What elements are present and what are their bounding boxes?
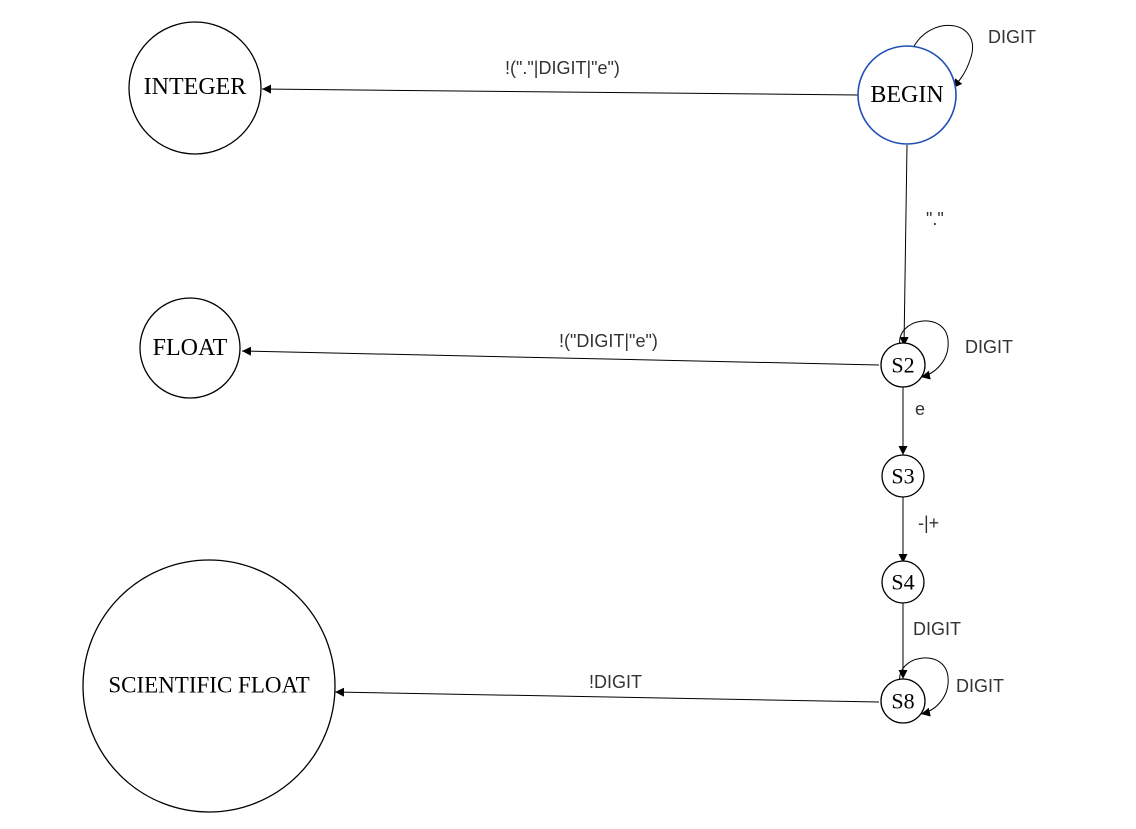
state-float-label: FLOAT bbox=[153, 335, 228, 361]
label-s3-to-s4: -|+ bbox=[918, 513, 939, 533]
label-begin-to-s2: "." bbox=[926, 209, 944, 229]
edge-s2-self-loop bbox=[899, 320, 949, 380]
edge-s2-to-float bbox=[241, 346, 880, 366]
edge-begin-to-integer bbox=[261, 84, 859, 96]
label-s2-self: DIGIT bbox=[965, 337, 1013, 357]
edge-begin-to-s2 bbox=[899, 144, 909, 347]
label-s2-to-float: !("DIGIT|"e") bbox=[559, 331, 658, 351]
state-s3: S3 bbox=[881, 454, 925, 498]
state-s8: S8 bbox=[880, 678, 926, 724]
state-begin-label: BEGIN bbox=[870, 82, 943, 108]
state-s2: S2 bbox=[880, 342, 926, 388]
state-float: FLOAT bbox=[139, 297, 241, 399]
state-integer: INTEGER bbox=[128, 21, 262, 155]
label-s2-to-s3: e bbox=[915, 399, 925, 419]
state-begin: BEGIN bbox=[857, 45, 957, 145]
state-scientific-float-label: SCIENTIFIC FLOAT bbox=[108, 673, 309, 698]
state-scientific-float: SCIENTIFIC FLOAT bbox=[82, 559, 336, 813]
state-s4: S4 bbox=[881, 560, 925, 604]
state-s2-label: S2 bbox=[891, 353, 914, 378]
state-s3-label: S3 bbox=[891, 464, 914, 489]
label-s8-to-scientific-float: !DIGIT bbox=[589, 672, 642, 692]
label-begin-self: DIGIT bbox=[988, 27, 1036, 47]
state-s8-label: S8 bbox=[891, 689, 914, 714]
state-integer-label: INTEGER bbox=[144, 74, 247, 100]
edge-begin-self-loop bbox=[911, 24, 973, 89]
label-begin-to-integer: !("."|DIGIT|"e") bbox=[505, 58, 620, 78]
label-s8-self: DIGIT bbox=[956, 676, 1004, 696]
label-s4-to-s8: DIGIT bbox=[913, 619, 961, 639]
edge-s8-self-loop bbox=[899, 657, 949, 717]
edge-s8-to-scientific-float bbox=[334, 687, 880, 703]
state-s4-label: S4 bbox=[891, 570, 914, 595]
